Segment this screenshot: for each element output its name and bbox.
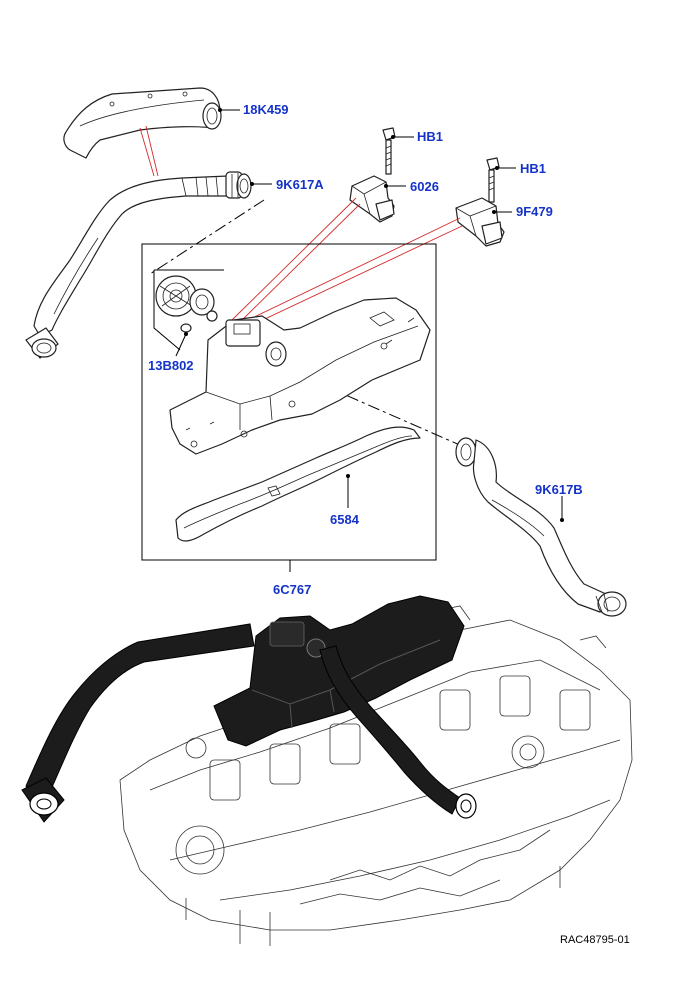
callout-9k617a: 9K617A <box>276 177 324 192</box>
callout-hb1-b: HB1 <box>520 161 547 176</box>
callout-18k459: 18K459 <box>243 102 289 117</box>
bolt-hb1-a <box>382 127 396 175</box>
breather-hose-9k617b <box>455 437 627 617</box>
installed-hoses <box>21 623 477 823</box>
callout-9f479: 9F479 <box>516 204 553 219</box>
intake-duct-18k459 <box>63 87 222 159</box>
gasket-6584 <box>175 426 421 542</box>
callout-6026: 6026 <box>410 179 439 194</box>
breather-hose-9k617a <box>25 171 252 359</box>
engine-block-view <box>119 605 633 946</box>
callout-6584: 6584 <box>330 512 359 527</box>
assembly-box-6c767 <box>141 243 437 572</box>
reference-code: RAC48795-01 <box>560 934 630 946</box>
sensor-6026 <box>349 175 395 223</box>
callout-hb1-a: HB1 <box>417 129 444 144</box>
bolt-hb1-b <box>486 157 500 203</box>
sensor-9f479 <box>455 197 505 247</box>
detail-bracket-13b802 <box>153 269 224 351</box>
callout-13b802: 13B802 <box>148 358 194 373</box>
valve-cover <box>169 297 431 455</box>
callout-9k617b: 9K617B <box>535 482 583 497</box>
callout-6c767: 6C767 <box>273 582 312 597</box>
leader-lines <box>175 108 564 522</box>
